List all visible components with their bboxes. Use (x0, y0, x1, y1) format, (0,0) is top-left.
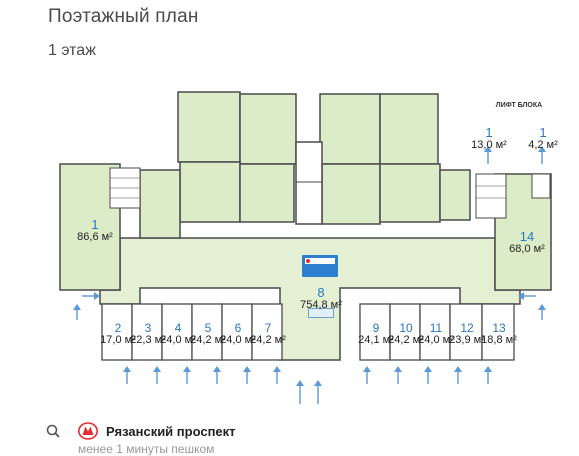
top-room-9 (379, 163, 441, 223)
unit-number: 5 (204, 321, 212, 335)
unit-number: 4 (174, 321, 182, 335)
search-icon[interactable] (46, 424, 60, 438)
unit-area: 68,0 м² (509, 242, 545, 255)
lift-label: ЛИФТ БЛОКА (495, 102, 543, 109)
location-bar: Рязанский проспект менее 1 минуты пешком (42, 418, 402, 456)
shop-13 (481, 303, 515, 361)
unit-number: 1 (485, 125, 493, 140)
top-room-8 (321, 163, 381, 225)
tenant-logo-icon (305, 258, 335, 264)
unit-number: 14 (519, 229, 535, 244)
top-room-7 (379, 93, 439, 165)
shop-5 (191, 303, 223, 361)
unit-area: 24,2 м² (190, 333, 226, 346)
unit-number: 2 (114, 321, 122, 335)
unit-number: 12 (460, 321, 474, 335)
unit-number: 3 (144, 321, 152, 335)
shop-7 (251, 303, 283, 361)
unit-area: 24,0 м² (418, 333, 454, 346)
top-room-1 (177, 91, 241, 163)
top-room-5 (139, 169, 181, 239)
unit-area: 24,0 м² (220, 333, 256, 346)
lift-block (475, 173, 507, 219)
shop-4 (161, 303, 193, 361)
lift-shaft (531, 173, 551, 199)
stair-core (295, 141, 323, 225)
unit-area: 24,0 м² (160, 333, 196, 346)
unit-area: 18,8 м² (481, 333, 517, 346)
header-title: Поэтажный план (48, 6, 199, 27)
floor-plan-drawing (59, 91, 552, 404)
unit-area: 17,0 м² (100, 333, 136, 346)
top-room-6 (319, 93, 381, 165)
shop-3 (131, 303, 163, 361)
shop-9 (359, 303, 391, 361)
unit-area: 754,8 м² (300, 298, 342, 311)
walk-time: менее 1 минуты пешком (78, 442, 215, 456)
unit-number: 13 (492, 321, 506, 335)
floor-label: 1 этаж (48, 42, 96, 59)
shop-10 (389, 303, 421, 361)
unit-number: 6 (234, 321, 242, 335)
unit-area: 23,9 м² (449, 333, 485, 346)
unit-number: 10 (399, 321, 413, 335)
unit-area: 4,2 м² (528, 138, 558, 151)
unit-number: 1 (91, 217, 99, 232)
metro-logo-icon (78, 422, 98, 440)
unit-area: 24,2 м² (388, 333, 424, 346)
tenant-sign (302, 255, 338, 277)
top-room-2 (239, 93, 297, 165)
unit-area: 24,2 м² (250, 333, 286, 346)
metro-station-name: Рязанский проспект (106, 424, 236, 439)
unit-number: 11 (429, 321, 443, 335)
unit-area: 13,0 м² (471, 138, 507, 151)
shop-11 (419, 303, 451, 361)
top-room-4 (239, 163, 295, 223)
top-room-3 (179, 161, 241, 223)
unit-number: 8 (317, 285, 325, 300)
shop-2 (101, 303, 133, 361)
unit-number: 9 (372, 321, 380, 335)
entrance-arrows (73, 146, 546, 404)
small-sign-icon (308, 308, 334, 318)
shop-6 (221, 303, 253, 361)
unit-area: 86,6 м² (77, 230, 113, 243)
unit-number: 7 (264, 321, 272, 335)
unit-area: 24,1 м² (358, 333, 394, 346)
top-room-10 (439, 169, 471, 221)
unit-number: 1 (539, 125, 547, 140)
unit-area: 22,3 м² (130, 333, 166, 346)
